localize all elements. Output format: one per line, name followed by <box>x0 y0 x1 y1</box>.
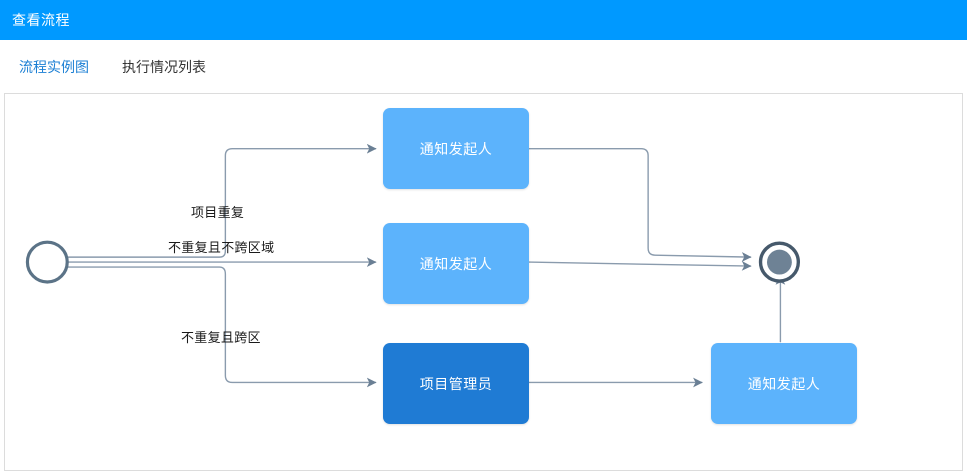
task-node-notify-mid[interactable]: 通知发起人 <box>383 223 529 304</box>
flow-connectors <box>25 143 801 388</box>
task-node-label: 通知发起人 <box>419 140 493 157</box>
tab-process-instance-diagram[interactable]: 流程实例图 <box>19 59 89 75</box>
task-node-label: 通知发起人 <box>419 255 493 272</box>
start-event-node[interactable] <box>25 240 69 284</box>
task-node-project-manager[interactable]: 项目管理员 <box>383 343 529 424</box>
task-node-label: 通知发起人 <box>747 375 821 392</box>
edge-label-no-duplicate-cross-region: 不重复且跨区 <box>181 330 261 345</box>
edge-notify-top-to-end <box>528 148 752 262</box>
tab-execution-list[interactable]: 执行情况列表 <box>122 59 206 75</box>
process-diagram-panel: 通知发起人 通知发起人 项目管理员 通知发起人 项目重复 不重复且不跨区域 不重… <box>4 93 963 471</box>
task-node-notify-bottom-right[interactable]: 通知发起人 <box>711 343 857 424</box>
edge-start-to-notify-top <box>67 143 377 258</box>
edge-label-no-duplicate-no-cross-region: 不重复且不跨区域 <box>168 240 275 255</box>
page-title: 查看流程 <box>12 12 70 28</box>
task-node-notify-top[interactable]: 通知发起人 <box>383 108 529 189</box>
end-event-node[interactable] <box>758 241 801 283</box>
task-node-label: 项目管理员 <box>419 375 493 392</box>
edge-start-to-pm <box>67 266 377 388</box>
window-title-bar: 查看流程 <box>0 0 967 40</box>
edge-label-project-duplicate: 项目重复 <box>191 205 245 220</box>
tab-bar: 流程实例图 执行情况列表 <box>0 40 967 133</box>
edge-notify-mid-to-end <box>528 261 752 271</box>
